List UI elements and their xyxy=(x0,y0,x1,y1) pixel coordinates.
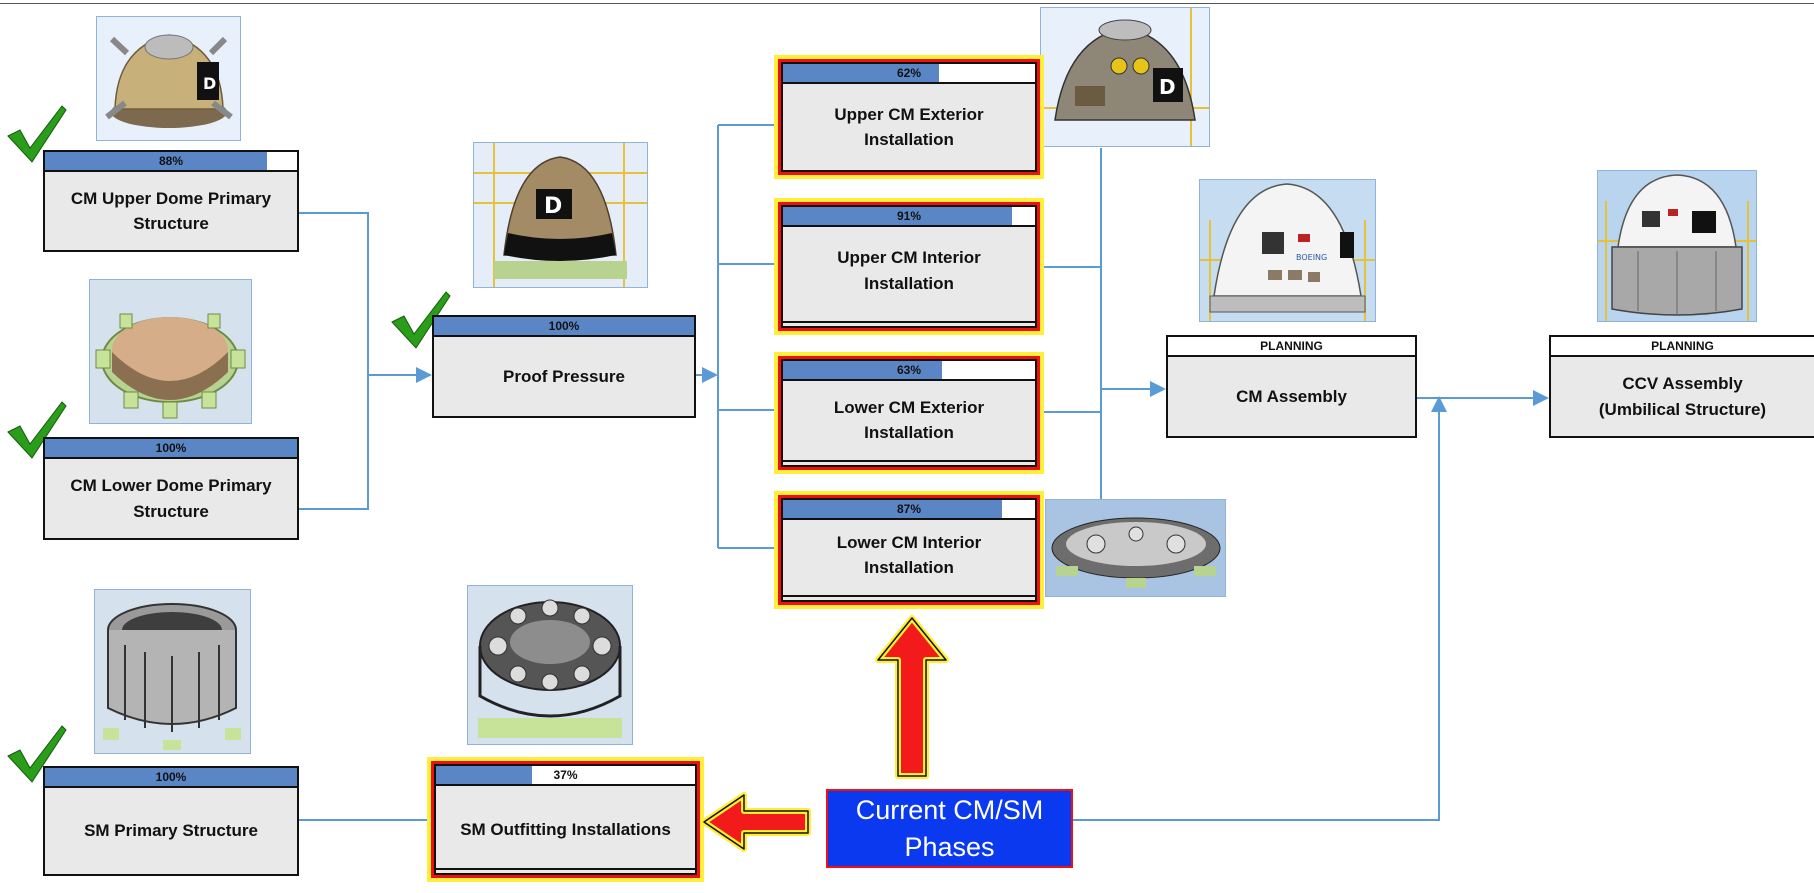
progress-bar: 100% xyxy=(45,768,297,788)
task-label: Upper CM Interior Installation xyxy=(837,248,981,293)
callout-text: Current CM/SM Phases xyxy=(855,795,1044,862)
task-label: Lower CM Exterior Installation xyxy=(833,397,985,443)
status-bar: PLANNING xyxy=(1551,337,1814,357)
task-cm-assembly: PLANNING CM Assembly xyxy=(1166,335,1417,438)
task-upper-cm-interior: 91% Upper CM Interior Installation xyxy=(778,202,1040,331)
progress-percent: 88% xyxy=(158,154,184,168)
svg-text:BOEING: BOEING xyxy=(1296,253,1327,262)
progress-bar: 62% xyxy=(783,64,1035,84)
progress-bar: 87% xyxy=(783,500,1035,520)
task-label: CM Lower Dome Primary Structure xyxy=(70,476,272,521)
status-label: PLANNING xyxy=(1651,339,1714,353)
status-label: PLANNING xyxy=(1260,339,1323,353)
progress-percent: 100% xyxy=(155,770,187,784)
task-cm-lower-dome: 100% CM Lower Dome Primary Structure xyxy=(43,437,299,540)
progress-bar: 91% xyxy=(783,207,1035,227)
progress-bar: 100% xyxy=(434,317,694,337)
task-label: Upper CM Exterior Installation xyxy=(834,104,984,150)
red-arrow-icon xyxy=(701,792,811,852)
task-proof-pressure: 100% Proof Pressure xyxy=(432,315,696,418)
status-bar: PLANNING xyxy=(1168,337,1415,357)
current-phase-callout: Current CM/SM Phases xyxy=(826,789,1073,868)
upper-cm-exterior-image: D xyxy=(1040,7,1210,147)
task-label: Proof Pressure xyxy=(503,366,625,386)
progress-percent: 87% xyxy=(896,502,922,516)
progress-percent: 100% xyxy=(155,441,187,455)
task-sm-primary-structure: 100% SM Primary Structure xyxy=(43,766,299,876)
box-underline xyxy=(436,868,695,870)
svg-text:D: D xyxy=(544,194,562,219)
top-rule xyxy=(0,3,1814,4)
task-ccv-assembly: PLANNING CCV Assembly (Umbilical Structu… xyxy=(1549,335,1814,438)
task-upper-cm-exterior: 62% Upper CM Exterior Installation xyxy=(778,59,1040,175)
box-underline xyxy=(783,321,1035,323)
task-lower-cm-exterior: 63% Lower CM Exterior Installation xyxy=(778,356,1040,470)
check-mark-icon xyxy=(7,725,67,783)
check-mark-icon xyxy=(7,401,67,459)
lower-dome-image xyxy=(89,279,252,424)
progress-percent: 62% xyxy=(896,66,922,80)
check-mark-icon xyxy=(391,291,451,349)
progress-percent: 91% xyxy=(896,209,922,223)
task-label: SM Primary Structure xyxy=(84,821,258,841)
task-sm-outfitting: 37% SM Outfitting Installations xyxy=(431,761,700,878)
progress-bar: 100% xyxy=(45,439,297,459)
progress-bar: 88% xyxy=(45,152,297,172)
svg-text:D: D xyxy=(203,74,216,93)
task-label: CM Upper Dome Primary Structure xyxy=(70,188,272,234)
sm-primary-image xyxy=(94,589,251,754)
cm-assembly-image: BOEING xyxy=(1199,179,1376,322)
task-lower-cm-interior: 87% Lower CM Interior Installation xyxy=(778,495,1040,605)
lower-cm-interior-image xyxy=(1045,499,1226,597)
progress-percent: 63% xyxy=(896,363,922,377)
task-label: CCV Assembly (Umbilical Structure) xyxy=(1598,374,1767,419)
task-label: Lower CM Interior Installation xyxy=(836,532,982,578)
sm-outfitting-image xyxy=(467,585,633,745)
progress-bar: 37% xyxy=(436,766,695,786)
progress-bar: 63% xyxy=(783,361,1035,381)
svg-text:D: D xyxy=(1159,75,1176,99)
box-underline xyxy=(783,460,1035,462)
ccv-assembly-image xyxy=(1597,170,1757,322)
task-label: CM Assembly xyxy=(1236,386,1347,406)
task-cm-upper-dome: 88% CM Upper Dome Primary Structure xyxy=(43,150,299,252)
progress-percent: 37% xyxy=(553,768,578,782)
box-underline xyxy=(783,595,1035,597)
upper-dome-image: D xyxy=(96,16,241,141)
proof-pressure-image: D xyxy=(473,142,648,288)
task-label: SM Outfitting Installations xyxy=(460,819,671,839)
red-arrow-icon xyxy=(875,615,949,779)
progress-percent: 100% xyxy=(548,319,580,333)
check-mark-icon xyxy=(7,105,67,163)
